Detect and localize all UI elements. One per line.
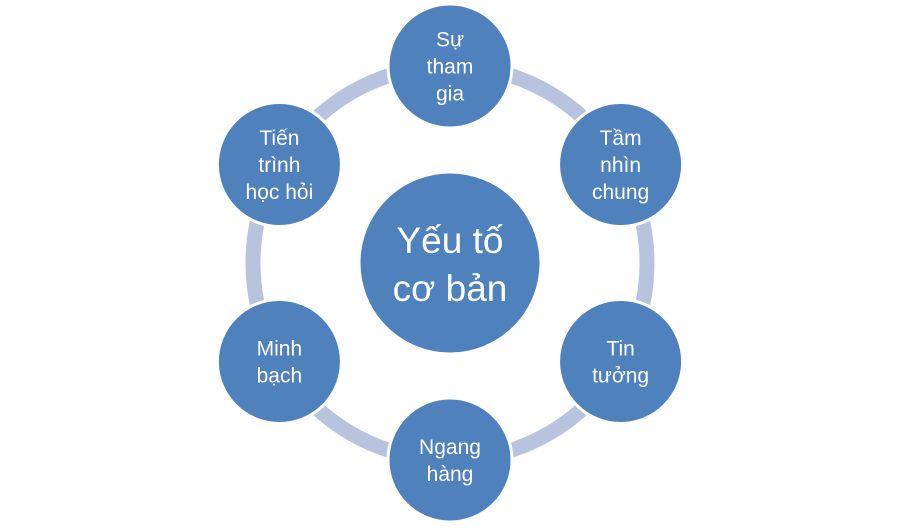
cycle-node-label-line: gia (436, 82, 464, 105)
cycle-node-label-line: tưởng (592, 364, 649, 387)
cycle-node-4: Ngang hàng (386, 396, 514, 524)
cycle-node-circle (386, 396, 514, 524)
cycle-node-label-line: trình (258, 154, 300, 177)
cycle-node-circle (386, 2, 514, 130)
cycle-node-6: Tiến trình học hỏi (215, 101, 343, 228)
cycle-node-label-line: nhìn (600, 154, 641, 177)
cycle-node-label-line: bạch (257, 364, 303, 387)
cycle-node-label-line: Minh (257, 337, 303, 360)
center-node: Yếu tố cơ bản (357, 170, 543, 356)
cycle-node-label-line: Ngang (419, 436, 481, 459)
cycle-node-label-line: Sự (436, 28, 464, 51)
cycle-node-label-line: học hỏi (246, 181, 314, 204)
cycle-node-circle (215, 298, 343, 425)
cycle-node-label-line: Tầm (600, 127, 642, 150)
center-circle (357, 170, 543, 356)
cycle-node-5: Minh bạch (215, 298, 343, 425)
center-label-line-2: cơ bản (393, 268, 508, 309)
cycle-node-label-line: hàng (427, 463, 474, 486)
cycle-node-circle (557, 298, 685, 425)
cycle-node-circle (557, 101, 685, 228)
cycle-node-label-line: Tin (606, 337, 634, 360)
cycle-node-3: Tin tưởng (557, 298, 685, 425)
center-label-line-1: Yếu tố (397, 220, 504, 261)
cycle-node-label-line: Tiến (259, 127, 299, 150)
cycle-node-label-line: chung (592, 181, 649, 204)
cycle-node-label-line: tham (427, 55, 474, 78)
cycle-node-2: Tầm nhìn chung (557, 101, 685, 228)
cycle-node-circle (215, 101, 343, 228)
cycle-node-1: Sự tham gia (386, 2, 514, 130)
